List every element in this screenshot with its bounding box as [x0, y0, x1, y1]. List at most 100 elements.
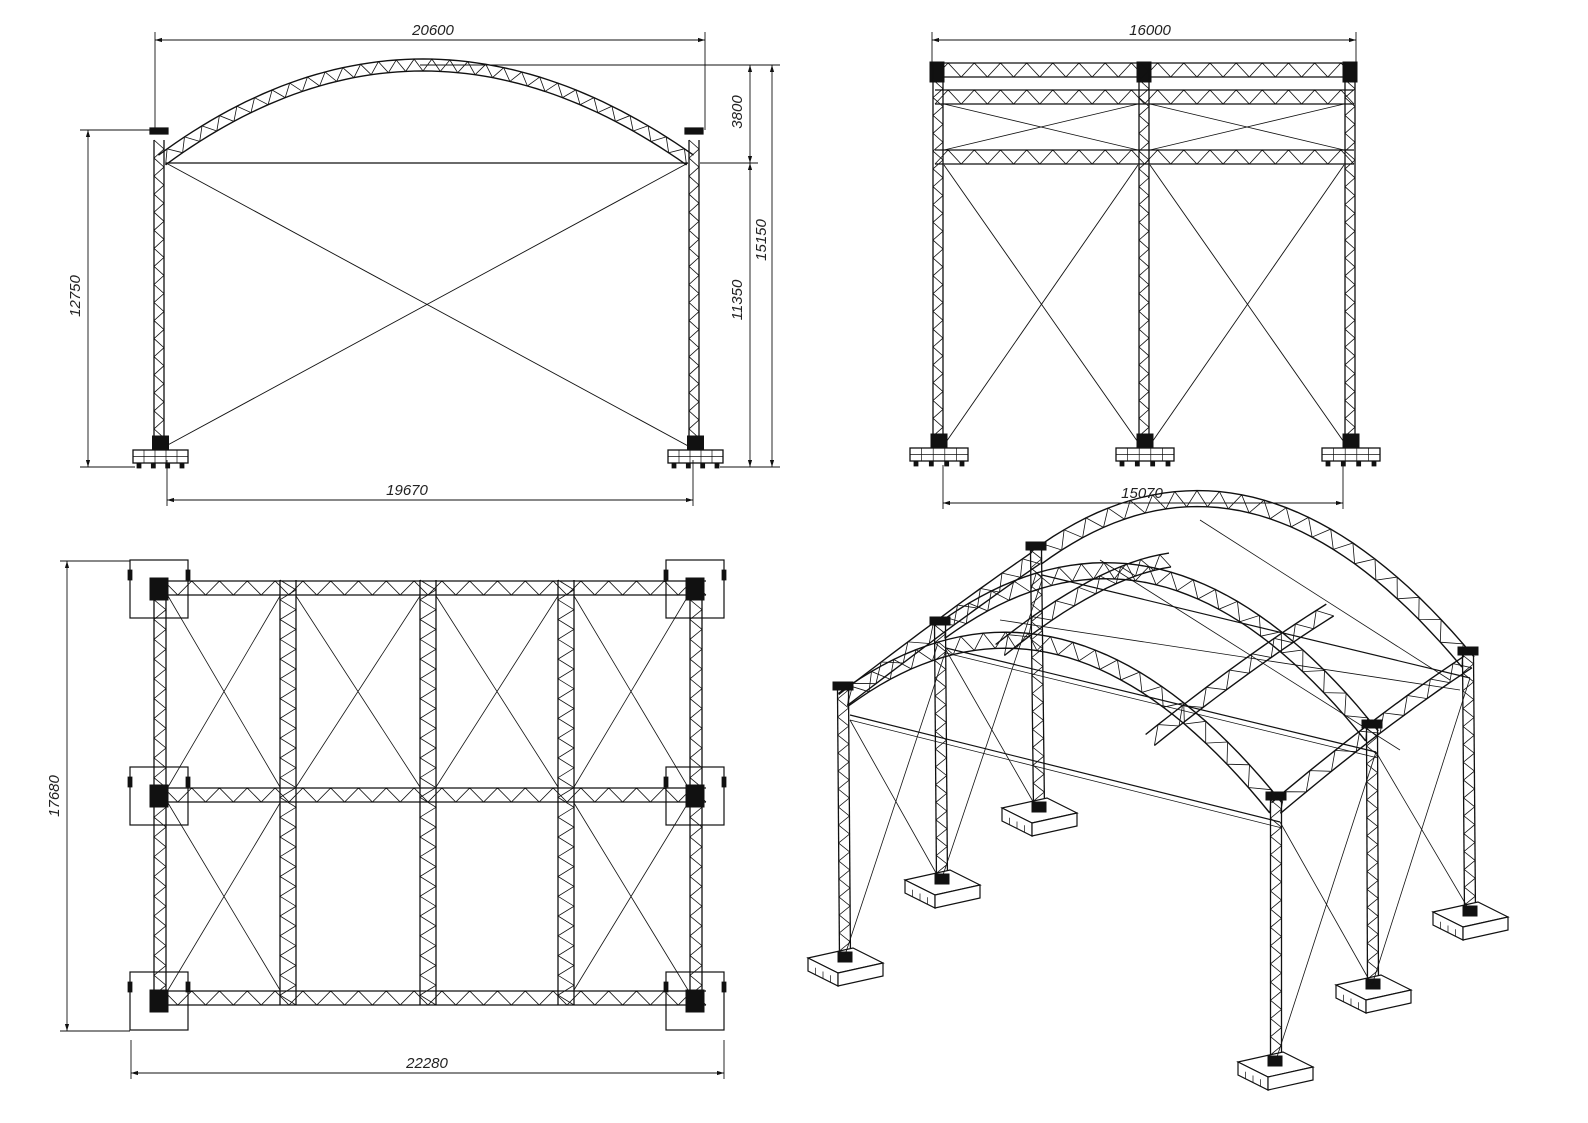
plan-brace — [167, 802, 281, 991]
dim-plan-width: 22280 — [405, 1055, 448, 1072]
front-left-column — [153, 139, 165, 448]
side-roof-brace — [943, 103, 1139, 151]
column-foot — [1136, 433, 1154, 449]
isometric-truss-structure — [806, 489, 1510, 1091]
plan-column-plate-0 — [127, 559, 191, 619]
front-right-base — [667, 435, 724, 469]
plan-brace — [295, 595, 421, 788]
iso-column-4 — [1365, 727, 1380, 989]
dim-front-column-height: 11350 — [729, 279, 746, 320]
side-center-column — [1138, 61, 1150, 446]
front-right-column — [688, 139, 700, 448]
base-foot — [959, 460, 965, 467]
base-foot — [150, 462, 156, 469]
iso-column-2 — [1029, 549, 1046, 811]
plan-view: 22280 17680 — [46, 559, 727, 1079]
plan-horizontal-beam-0 — [149, 580, 707, 596]
iso-brace-cable-3 — [941, 579, 1043, 879]
dim-side-width-base: 15070 — [1121, 485, 1163, 502]
base-foot — [1356, 460, 1362, 467]
iso-base-back-right — [1431, 901, 1510, 941]
side-left-base — [909, 433, 969, 467]
side-cross-brace — [943, 164, 1139, 446]
iso-brace-cable-1 — [844, 649, 947, 956]
plan-column-plate-1 — [663, 559, 727, 619]
iso-base-front-left — [806, 947, 885, 987]
plan-brace — [167, 595, 281, 788]
iso-brace-cable-10 — [1199, 519, 1451, 681]
plan-brace — [573, 802, 689, 991]
front-right-column-cap — [684, 127, 704, 135]
base-foot — [1325, 460, 1331, 467]
plan-column-plate-2 — [127, 766, 191, 826]
iso-arch-back — [1030, 489, 1475, 668]
base-foot — [700, 462, 706, 469]
plan-brace — [573, 595, 689, 788]
iso-tie-mid — [945, 647, 1377, 753]
iso-column-3 — [1269, 799, 1283, 1065]
iso-brace-cable-7 — [1371, 677, 1471, 986]
iso-column-5 — [1461, 654, 1477, 915]
column-foot — [687, 435, 704, 451]
iso-tie-mid-2 — [945, 652, 1379, 759]
plan-horizontal-beam-2 — [149, 990, 707, 1006]
plan-truss-structure — [127, 559, 727, 1031]
dim-front-width-top: 20600 — [411, 22, 454, 39]
base-foot — [165, 462, 171, 469]
front-cross-brace-b — [163, 162, 689, 448]
side-elevation-view: 16000 15070 — [909, 22, 1381, 509]
side-cross-brace — [943, 164, 1141, 446]
isometric-view — [806, 489, 1510, 1091]
side-truss-structure — [909, 61, 1381, 467]
front-roof-arch — [157, 58, 694, 166]
column-foot — [152, 435, 169, 451]
iso-column-1 — [933, 624, 949, 883]
iso-eave-left — [838, 551, 1041, 707]
iso-arch-front — [837, 631, 1283, 814]
plan-column-plate-3 — [663, 766, 727, 826]
base-foot — [714, 462, 720, 469]
iso-tie-back — [1041, 574, 1471, 679]
iso-brace-cable-2 — [945, 649, 1036, 806]
front-cross-brace-a — [165, 162, 691, 448]
iso-column-cap-5 — [1457, 646, 1479, 656]
side-right-column — [1344, 61, 1356, 446]
iso-base-back-left — [1000, 797, 1079, 837]
base-foot — [1134, 460, 1140, 467]
plan-vertical-truss-2 — [419, 579, 437, 1006]
plan-vertical-truss-1 — [279, 579, 297, 1006]
iso-tie-front-2 — [849, 719, 1283, 829]
iso-brace-cable-5 — [1275, 751, 1377, 1061]
plan-horizontal-beam-1 — [149, 787, 707, 803]
base-foot — [1371, 460, 1377, 467]
iso-roof-purlin-b — [1145, 603, 1335, 747]
plan-column-plate-5 — [663, 971, 727, 1031]
side-center-base — [1115, 433, 1175, 467]
iso-base-front-right — [1236, 1051, 1315, 1091]
iso-brace-cable-8 — [999, 619, 1461, 691]
base-foot — [928, 460, 934, 467]
column-foot — [1342, 433, 1360, 449]
iso-column-0 — [836, 689, 852, 961]
iso-column-cap-1 — [929, 616, 951, 626]
side-cross-brace — [1149, 164, 1345, 446]
plan-dimension-lines — [60, 560, 725, 1079]
front-left-base — [132, 435, 189, 469]
side-roof-mid-truss — [934, 89, 1355, 105]
plan-column-plate-4 — [127, 971, 191, 1031]
plan-brace — [435, 595, 559, 788]
iso-base-mid-left — [903, 869, 982, 909]
iso-eave-right — [1271, 655, 1473, 814]
iso-brace-cable-9 — [1099, 559, 1401, 751]
base-foot — [671, 462, 677, 469]
side-dimension-lines — [931, 32, 1357, 509]
front-elevation-view: 20600 19670 12750 3800 11350 15150 — [67, 22, 780, 506]
side-left-column — [932, 61, 944, 446]
base-foot — [1150, 460, 1156, 467]
iso-arch-mid — [934, 561, 1379, 742]
base-foot — [1119, 460, 1125, 467]
base-foot — [179, 462, 185, 469]
base-foot — [913, 460, 919, 467]
